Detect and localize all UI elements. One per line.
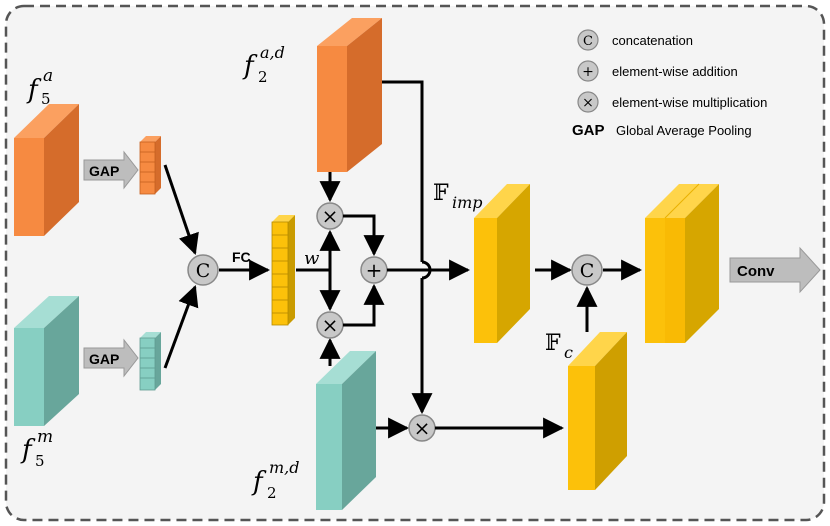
- mul-node-c: ×: [408, 414, 436, 442]
- f-imp-block: [474, 184, 530, 343]
- svg-text:Conv: Conv: [737, 263, 775, 280]
- svg-text:𝔽: 𝔽: [545, 331, 561, 356]
- svg-text:×: ×: [582, 95, 594, 111]
- svg-text:a: a: [43, 66, 53, 86]
- w-label: w: [304, 248, 320, 269]
- f-c-block: [568, 332, 627, 490]
- output-block: [645, 183, 719, 343]
- svg-text:GAP: GAP: [572, 122, 605, 139]
- svg-text:×: ×: [414, 416, 431, 440]
- svg-text:m,d: m,d: [269, 458, 300, 477]
- svg-text:GAP: GAP: [89, 163, 119, 179]
- f2ad-block: [317, 18, 382, 172]
- label-f-c: 𝔽 c: [545, 331, 573, 362]
- svg-text:2: 2: [258, 68, 268, 86]
- svg-text:Global Average Pooling: Global Average Pooling: [616, 123, 752, 138]
- gap-vector-teal: [139, 332, 161, 391]
- arrow-orange-to-concat: [163, 164, 199, 255]
- svg-text:C: C: [196, 260, 211, 282]
- svg-text:+: +: [582, 64, 594, 80]
- legend-gap: GAP Global Average Pooling: [572, 122, 752, 139]
- svg-text:+: +: [366, 258, 383, 282]
- svg-text:c: c: [564, 343, 573, 362]
- svg-text:GAP: GAP: [89, 351, 119, 367]
- svg-text:×: ×: [322, 313, 339, 337]
- label-f-imp: 𝔽 imp: [433, 181, 483, 212]
- svg-text:concatenation: concatenation: [612, 33, 693, 48]
- svg-text:2: 2: [267, 484, 277, 502]
- f5a-block: [14, 104, 79, 236]
- svg-text:5: 5: [35, 452, 45, 470]
- gap-vector-orange: [139, 136, 161, 195]
- arrow-mul-top-to-add: [343, 214, 385, 257]
- svg-text:element-wise addition: element-wise addition: [612, 64, 738, 79]
- concat-node-2: C: [571, 254, 603, 286]
- fc-label: FC: [232, 249, 251, 265]
- f2md-block: [316, 351, 376, 510]
- svg-text:C: C: [580, 260, 595, 282]
- concat-node-1: C: [187, 254, 219, 286]
- legend-add: + element-wise addition: [577, 60, 738, 82]
- mul-node-top: ×: [316, 202, 344, 230]
- gap-arrow-top: GAP: [83, 150, 139, 190]
- mul-node-bottom: ×: [316, 311, 344, 339]
- add-node: +: [360, 256, 388, 284]
- svg-text:m: m: [37, 427, 53, 447]
- svg-text:imp: imp: [452, 193, 483, 212]
- svg-text:element-wise multiplication: element-wise multiplication: [612, 95, 767, 110]
- conv-arrow: Conv: [729, 246, 821, 294]
- legend-concat: C concatenation: [577, 29, 693, 51]
- f5m-block: [14, 296, 79, 426]
- svg-text:×: ×: [322, 204, 339, 228]
- legend: C concatenation + element-wise addition …: [572, 29, 767, 139]
- arrow-teal-to-concat: [163, 285, 199, 369]
- svg-text:5: 5: [41, 90, 51, 108]
- svg-text:a,d: a,d: [260, 43, 285, 62]
- svg-text:𝔽: 𝔽: [433, 181, 449, 206]
- svg-text:C: C: [583, 34, 593, 49]
- f2ad-skip-line: [382, 80, 424, 262]
- gap-arrow-bottom: GAP: [83, 338, 139, 378]
- fc-vector: [271, 215, 295, 326]
- arrow-mul-bottom-to-add: [343, 283, 385, 327]
- legend-mul: × element-wise multiplication: [577, 91, 767, 113]
